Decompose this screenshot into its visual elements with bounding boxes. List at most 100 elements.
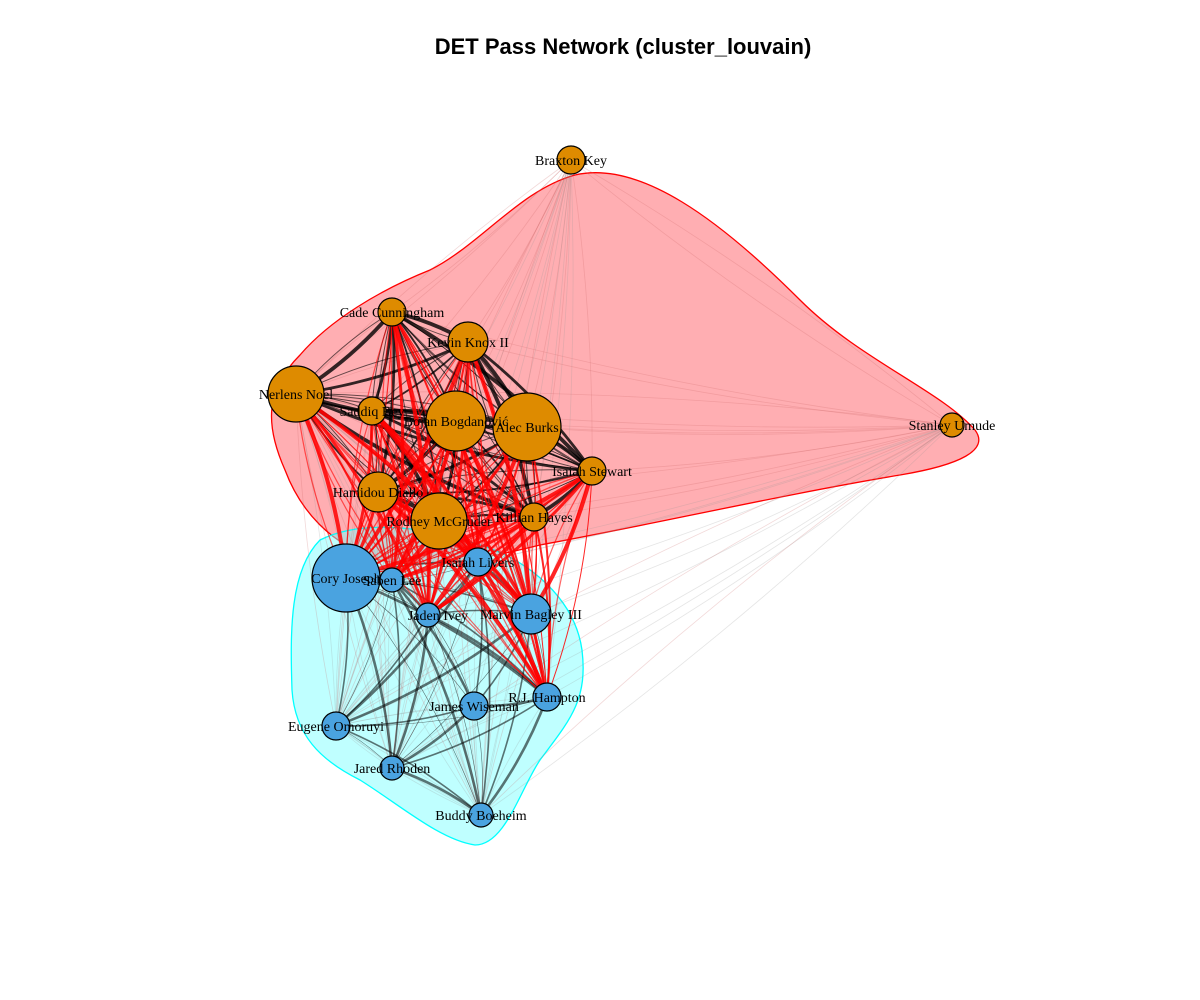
node-rodney-mcgruder xyxy=(410,492,468,550)
edge xyxy=(335,614,429,727)
node-label-cory-joseph: Cory Joseph xyxy=(311,572,381,587)
edge xyxy=(391,159,572,313)
node-alec-burks xyxy=(492,392,562,462)
node-james-wiseman xyxy=(459,691,489,721)
edge xyxy=(546,424,953,698)
edge xyxy=(546,159,574,698)
node-killian-hayes xyxy=(519,502,549,532)
edge xyxy=(335,579,393,727)
node-saben-lee xyxy=(379,567,405,593)
edge xyxy=(480,613,532,816)
node-bojan-bogdanovic xyxy=(425,390,487,452)
edge xyxy=(438,424,953,522)
edge xyxy=(295,391,953,426)
plot-title: DET Pass Network (cluster_louvain) xyxy=(434,34,812,59)
edge xyxy=(455,420,482,816)
edge xyxy=(480,470,593,816)
edge xyxy=(335,613,532,727)
edge xyxy=(391,696,548,769)
edge xyxy=(391,159,572,769)
edge xyxy=(391,310,594,473)
edge xyxy=(591,424,953,472)
node-nerlens-noel xyxy=(267,365,325,423)
node-label-saddiq-bey: Saddiq Bey xyxy=(340,405,405,420)
edge xyxy=(335,705,475,727)
edge xyxy=(477,424,953,563)
edge xyxy=(477,561,491,816)
node-label-nerlens-noel: Nerlens Noel xyxy=(259,388,333,403)
node-isaiah-livers xyxy=(463,547,493,577)
edge xyxy=(335,311,393,727)
edge xyxy=(480,424,953,816)
edge xyxy=(454,420,549,698)
edge xyxy=(335,725,482,816)
edge xyxy=(391,579,401,769)
edge xyxy=(391,424,953,769)
edge xyxy=(345,577,482,816)
node-label-cade-cunningham: Cade Cunningham xyxy=(340,306,445,321)
edge xyxy=(391,579,482,816)
node-jared-rhoden xyxy=(379,755,405,781)
node-marvin-bagley xyxy=(510,593,552,635)
edge xyxy=(335,561,479,727)
edge xyxy=(533,424,953,518)
edge xyxy=(480,424,953,816)
edge xyxy=(335,424,953,727)
edge xyxy=(295,393,548,698)
node-layer xyxy=(267,145,965,828)
edge xyxy=(335,612,532,728)
edge xyxy=(295,393,337,727)
node-label-killian-hayes: Killian Hayes xyxy=(495,511,572,526)
edge xyxy=(335,705,475,727)
node-label-alec-burks: Alec Burks xyxy=(495,421,558,436)
node-braxton-key xyxy=(556,145,586,175)
edge xyxy=(295,159,572,395)
edge xyxy=(391,311,593,472)
node-label-saben-lee: Saben Lee xyxy=(363,574,422,589)
edge xyxy=(467,341,548,698)
node-label-braxton-key: Braxton Key xyxy=(535,154,607,169)
node-buddy-boeheim xyxy=(468,802,494,828)
edge xyxy=(294,392,533,616)
edge xyxy=(345,577,482,816)
node-label-jaden-ivey: Jaden Ivey xyxy=(408,609,468,624)
node-label-marvin-bagley: Marvin Bagley III xyxy=(480,608,582,623)
node-label-buddy-boeheim: Buddy Boeheim xyxy=(435,809,526,824)
edge xyxy=(391,579,476,707)
edge xyxy=(570,159,953,426)
node-label-hamidou-diallo: Hamidou Diallo xyxy=(333,486,424,501)
edge xyxy=(295,393,429,616)
node-label-kevin-knox: Kevin Knox II xyxy=(427,336,509,351)
edge xyxy=(335,696,548,727)
node-hamidou-diallo xyxy=(357,471,399,513)
edge xyxy=(391,311,548,698)
node-label-stanley-umude: Stanley Umude xyxy=(909,419,996,434)
node-cade-cunningham xyxy=(377,297,407,327)
edge xyxy=(390,614,430,769)
edge xyxy=(526,424,953,435)
node-label-rodney-mcgruder: Rodney McGruder xyxy=(386,515,492,530)
edge xyxy=(391,470,593,581)
edge xyxy=(295,393,953,428)
node-label-jared-rhoden: Jared Rhoden xyxy=(354,762,431,777)
node-label-james-wiseman: James Wiseman xyxy=(429,700,519,715)
edge xyxy=(335,579,393,727)
node-label-isaiah-livers: Isaiah Livers xyxy=(442,556,515,571)
node-rj-hampton xyxy=(532,682,562,712)
node-label-rj-hampton: R.J. Hampton xyxy=(508,691,585,706)
edge xyxy=(530,424,953,615)
edge xyxy=(427,614,482,816)
edge xyxy=(391,613,532,769)
edge xyxy=(467,159,572,343)
node-stanley-umude xyxy=(939,412,965,438)
edge xyxy=(533,159,572,518)
node-label-isaiah-stewart: Isaiah Stewart xyxy=(552,465,632,480)
node-eugene-omoruyi xyxy=(321,711,351,741)
edge xyxy=(295,393,532,615)
edge xyxy=(479,696,549,816)
edge xyxy=(390,579,483,816)
node-isaiah-stewart xyxy=(577,456,607,486)
